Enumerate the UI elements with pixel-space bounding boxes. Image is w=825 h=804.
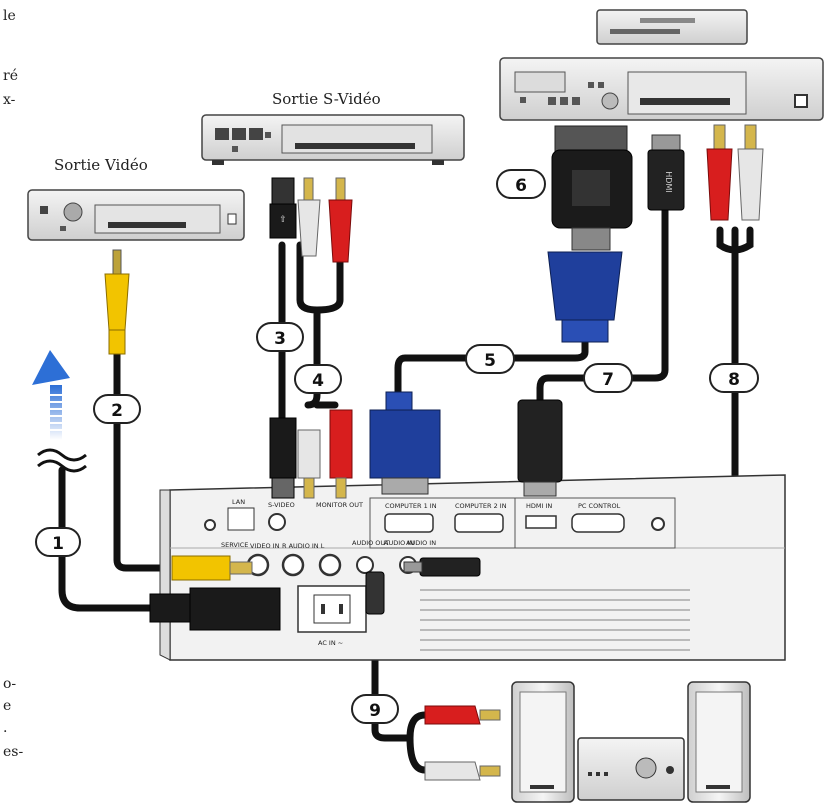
rca-white-plug-bottom <box>297 429 321 499</box>
svg-text:⇧: ⇧ <box>279 215 287 225</box>
svideo-source-device <box>201 114 465 165</box>
rca-red-plug-top <box>328 177 353 263</box>
svideo-output-label: Sortie S-Vidéo <box>272 90 381 108</box>
direction-arrow-icon <box>32 350 70 440</box>
port-label-pc-control: PC CONTROL <box>578 502 621 510</box>
port-label-audio-in-2: AUDIO IN <box>406 539 436 547</box>
composite-yellow-plug-bottom <box>171 555 253 581</box>
rca-red-plug-right <box>706 124 733 221</box>
video-output-label: Sortie Vidéo <box>54 156 148 174</box>
port-label-service: SERVICE <box>221 541 248 549</box>
margin-fragment-2: ré <box>3 68 18 84</box>
port-label-group: LAN S-VIDEO MONITOR OUT COMPUTER 1 IN CO… <box>221 498 621 647</box>
break-symbol <box>37 448 87 473</box>
svg-text:7: 7 <box>602 370 614 390</box>
svg-text:4: 4 <box>312 371 324 391</box>
vga-plug-top <box>547 251 623 343</box>
rca-red-plug-output <box>424 705 501 725</box>
cable-badge-8: 8 <box>709 363 759 393</box>
cable-badge-3: 3 <box>256 322 304 352</box>
svg-text:8: 8 <box>728 370 740 390</box>
cable-badge-4: 4 <box>294 364 342 394</box>
hdmi-plug-label: HDMI <box>664 171 673 192</box>
port-label-audio-in-rl: R AUDIO IN L <box>282 542 325 550</box>
port-label-audio-out: AUDIO OUT <box>352 539 389 547</box>
svg-text:9: 9 <box>369 701 381 721</box>
port-label-computer1: COMPUTER 1 IN <box>385 502 437 510</box>
scart-adapter <box>551 125 633 251</box>
svg-text:5: 5 <box>484 351 496 371</box>
rca-red-plug-bottom <box>329 409 353 499</box>
rca-white-plug-output <box>424 761 501 781</box>
video-source-device <box>27 189 245 241</box>
port-label-video-in: VIDEO IN <box>250 542 280 550</box>
margin-fragment-6: . <box>3 720 7 736</box>
composite-yellow-plug <box>104 249 130 355</box>
hdmi-plug-bottom <box>517 399 563 497</box>
cable-badge-2: 2 <box>93 394 141 424</box>
port-label-monitor-out: MONITOR OUT <box>316 501 363 509</box>
hdmi-plug-top: HDMI <box>647 134 685 211</box>
cable-badge-7: 7 <box>583 363 633 393</box>
power-plug <box>149 587 281 631</box>
rca-white-plug-top <box>297 177 321 257</box>
svg-text:2: 2 <box>111 401 123 421</box>
cable-badge-1: 1 <box>35 527 81 557</box>
svg-text:3: 3 <box>274 329 286 349</box>
cable-badge-6: 6 <box>496 169 546 199</box>
av-source-device <box>499 57 824 121</box>
port-label-audio-in-1: AUDIO IN <box>384 539 414 547</box>
port-label-ac-in: AC IN ~ <box>318 639 343 647</box>
svg-text:1: 1 <box>52 534 64 554</box>
cable-badge-9: 9 <box>351 694 399 724</box>
port-label-lan: LAN <box>232 498 245 506</box>
svideo-plug-top: ⇧ <box>269 177 297 239</box>
audio-jack-plug-9 <box>365 571 385 615</box>
audio-jack-plug-8 <box>403 557 481 577</box>
svideo-plug-bottom <box>269 417 297 499</box>
port-label-hdmi: HDMI IN <box>526 502 552 510</box>
port-label-svideo: S-VIDEO <box>268 501 295 509</box>
margin-fragment-1: le <box>3 8 16 24</box>
port-label-computer2: COMPUTER 2 IN <box>455 502 507 510</box>
margin-fragment-4: o- <box>3 676 16 692</box>
dvd-player-device <box>596 9 748 45</box>
vga-plug-bottom <box>369 391 441 495</box>
margin-fragment-3: x- <box>3 92 16 108</box>
margin-fragment-5: e <box>3 698 11 714</box>
rca-white-plug-right <box>737 124 764 221</box>
cable-badge-5: 5 <box>465 344 515 374</box>
margin-fragment-7: es- <box>3 744 23 760</box>
svg-text:6: 6 <box>515 176 527 196</box>
speaker-system <box>511 681 751 803</box>
